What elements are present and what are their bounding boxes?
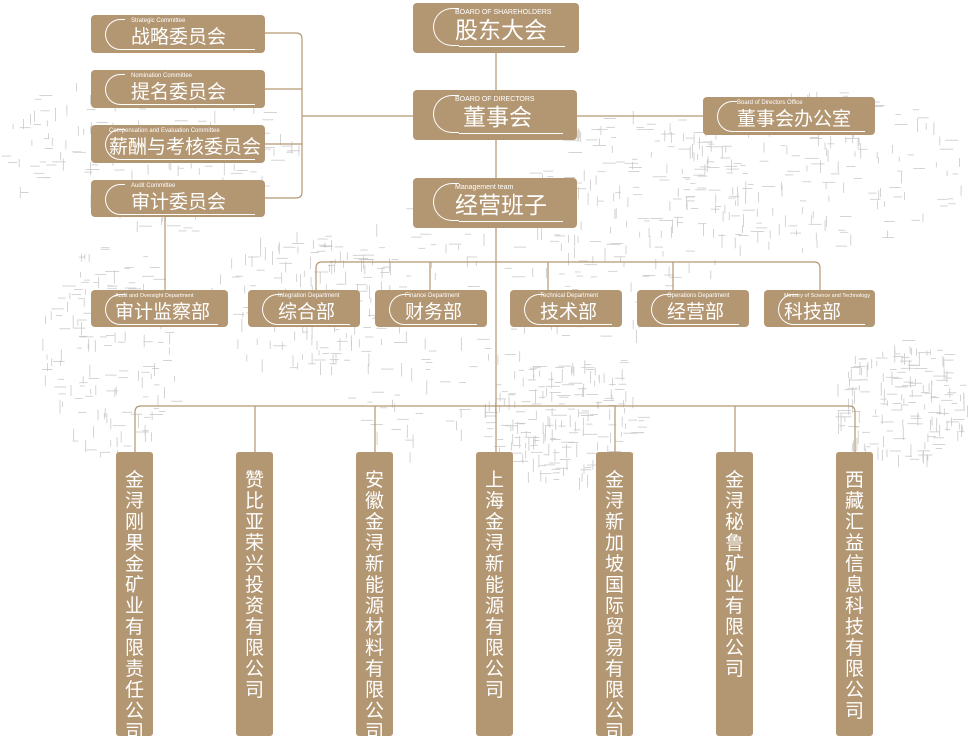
subsidiary-shanghai-energy: 上海金浔新能源有限公司 bbox=[476, 452, 513, 736]
office-en: Board of Directors Office bbox=[737, 100, 803, 106]
directors-box: BOARD OF DIRECTORS 董事会 bbox=[413, 90, 577, 140]
subsidiary-zambia-investment: 赞比亚荣兴投资有限公司 bbox=[236, 452, 273, 736]
committee-compensation: Compensation and Evaluation Committee 薪酬… bbox=[91, 125, 265, 163]
committee-strategic: Strategic Committee 战略委员会 bbox=[91, 15, 265, 53]
management-zh: 经营班子 bbox=[455, 193, 547, 219]
subsidiary-peru-mining: 金浔秘鲁矿业有限公司 bbox=[716, 452, 753, 736]
dept-technical: Technical Department 技术部 bbox=[510, 290, 622, 327]
office-zh: 董事会办公室 bbox=[737, 108, 852, 130]
shareholders-box: BOARD OF SHAREHOLDERS 股东大会 bbox=[413, 3, 579, 53]
subsidiary-anhui-materials: 安徽金浔新能源材料有限公司 bbox=[356, 452, 393, 743]
subsidiary-congo-mining: 金浔刚果金矿业有限责任公司 bbox=[116, 452, 153, 743]
subsidiary-singapore-trading: 金浔新加坡国际贸易有限公司 bbox=[596, 452, 633, 743]
office-box: Board of Directors Office 董事会办公室 bbox=[703, 97, 875, 135]
committees-bracket bbox=[265, 32, 303, 199]
dept-audit-oversight: Audit and Oversight Department 审计监察部 bbox=[91, 290, 228, 327]
dept-integration: Integration Department 综合部 bbox=[248, 290, 360, 327]
management-box: Management team 经营班子 bbox=[413, 178, 577, 228]
committee-nomination: Nomination Committee 提名委员会 bbox=[91, 70, 265, 108]
subsidiaries-bar bbox=[134, 405, 856, 452]
dept-science-technology: Ministry of Science and Technology 科技部 bbox=[764, 290, 875, 327]
management-en: Management team bbox=[455, 184, 514, 191]
shareholders-zh: 股东大会 bbox=[455, 18, 547, 44]
dept-operations: Operations Department 经营部 bbox=[637, 290, 749, 327]
departments-bar bbox=[315, 261, 821, 290]
subsidiary-tibet-info-tech: 西藏汇益信息科技有限公司 bbox=[836, 452, 873, 736]
shareholders-en: BOARD OF SHAREHOLDERS bbox=[455, 9, 552, 16]
directors-zh: 董事会 bbox=[463, 105, 532, 131]
committee-audit: Audit Committee 审计委员会 bbox=[91, 180, 265, 217]
directors-en: BOARD OF DIRECTORS bbox=[455, 96, 535, 103]
dept-finance: Finance Department 财务部 bbox=[375, 290, 487, 327]
